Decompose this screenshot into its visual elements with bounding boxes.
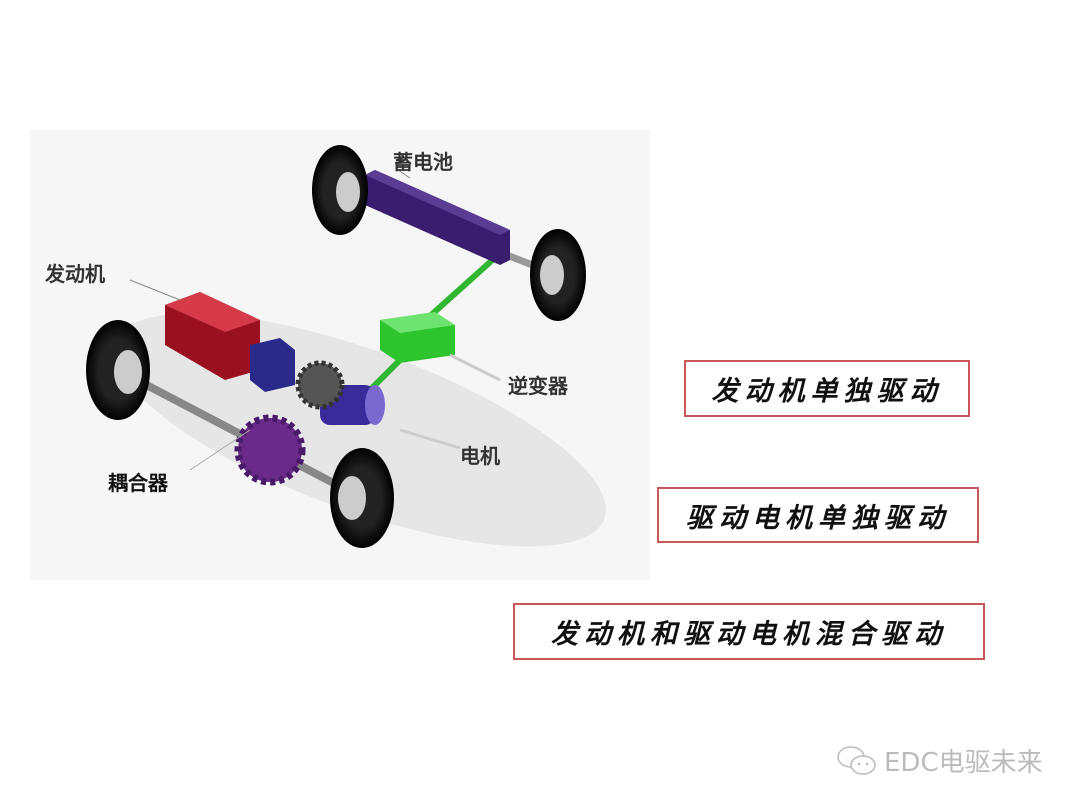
- front-axle: [116, 366, 364, 502]
- watermark: EDC电驱未来: [836, 742, 1043, 779]
- wheel-rear-left: [312, 145, 368, 235]
- wheel-front-right: [330, 448, 394, 548]
- mode-motor-only: 驱动电机单独驱动: [657, 487, 979, 543]
- coupler-label: 耦合器: [108, 471, 168, 495]
- inverter-label: 逆变器: [508, 374, 568, 398]
- engine: [165, 292, 260, 380]
- hybrid-drivetrain-diagram: [30, 130, 650, 580]
- gear-small: [295, 360, 345, 410]
- motor-label: 电机: [460, 444, 500, 468]
- wechat-icon: [837, 745, 876, 775]
- wheel-rear-right: [530, 229, 586, 321]
- mode-hybrid: 发动机和驱动电机混合驱动: [513, 603, 985, 660]
- battery-label: 蓄电池: [393, 150, 453, 174]
- watermark-text: EDC电驱未来: [884, 748, 1043, 778]
- engine-label: 发动机: [45, 262, 105, 286]
- inverter: [380, 312, 455, 363]
- coupler-gear: [234, 414, 306, 486]
- clutch: [250, 338, 295, 392]
- wheel-front-left: [86, 320, 150, 420]
- battery: [365, 170, 510, 265]
- mode-engine-only: 发动机单独驱动: [684, 360, 970, 417]
